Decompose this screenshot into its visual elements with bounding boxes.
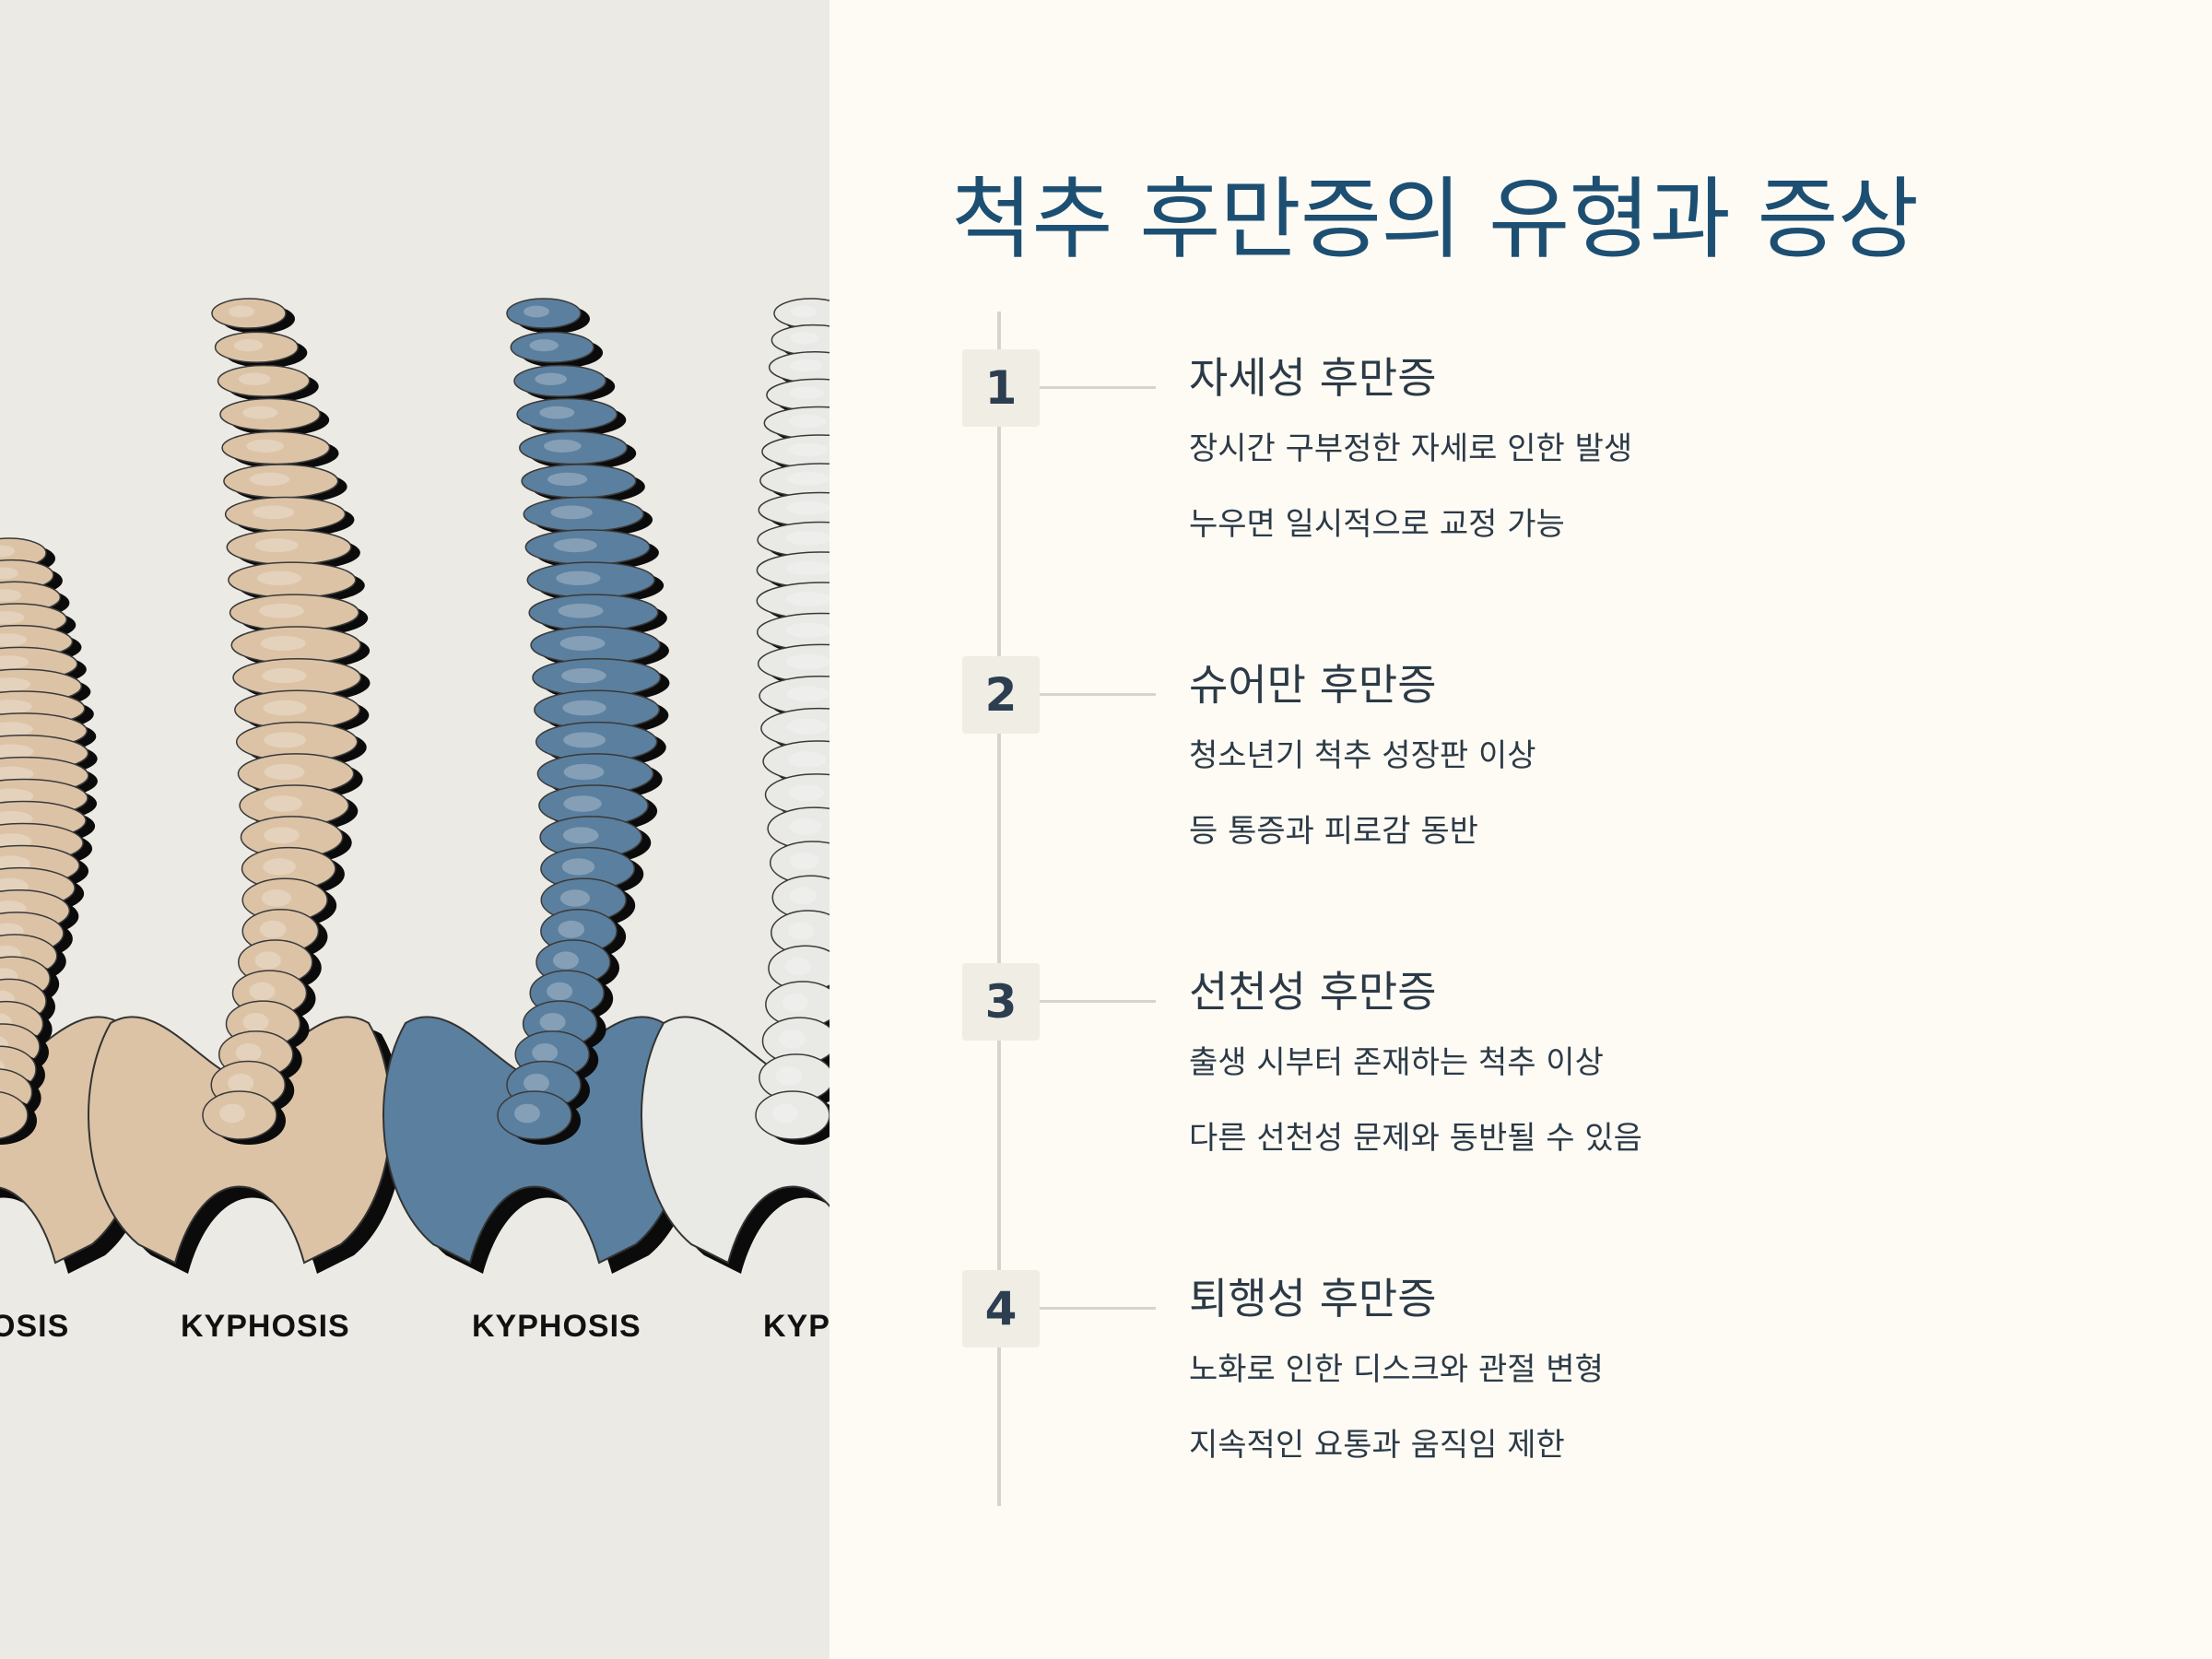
step-connector <box>1040 1307 1156 1310</box>
step-description: 장시간 구부정한 자세로 인한 발생 <box>1189 430 1633 467</box>
spine-label-1: OSIS <box>0 1309 70 1344</box>
spine-label-4: KYP <box>763 1309 830 1344</box>
spine-figure-1 <box>0 537 155 1274</box>
step-description: 지속적인 요통과 움직임 제한 <box>1189 1427 1565 1464</box>
step-description: 청소년기 척추 성장판 이상 <box>1189 737 1536 774</box>
spine-figure-3 <box>382 298 699 1274</box>
vertebra <box>513 364 606 397</box>
spine-drawing <box>0 298 830 1274</box>
spine-label-3: KYPHOSIS <box>472 1309 641 1344</box>
step-title: 자세성 후만증 <box>1189 353 1437 403</box>
step-title: 퇴행성 후만증 <box>1189 1274 1437 1324</box>
spine-illustration: OSIS KYPHOSIS KYPHOSIS KYP <box>0 0 830 1659</box>
vertebra <box>214 331 300 363</box>
spine-label-2: KYPHOSIS <box>181 1309 350 1344</box>
step-connector <box>1040 386 1156 389</box>
vertebra <box>217 364 311 397</box>
vertebra <box>497 1090 572 1140</box>
step-description: 누우면 일시적으로 교정 가능 <box>1189 506 1565 543</box>
page-title: 척추 후만증의 유형과 증상 <box>951 168 1919 271</box>
spine-figure-4 <box>641 298 830 1274</box>
step-number-badge: 4 <box>962 1270 1040 1347</box>
vertebra <box>506 298 582 329</box>
step-description: 출생 시부터 존재하는 척추 이상 <box>1189 1044 1604 1081</box>
step-description: 다른 선천성 문제와 동반될 수 있음 <box>1189 1120 1642 1157</box>
timeline-line <box>997 312 1001 1506</box>
step-connector <box>1040 1000 1156 1003</box>
step-title: 슈어만 후만증 <box>1189 660 1437 710</box>
step-number-badge: 1 <box>962 349 1040 427</box>
spine-figure-2 <box>88 298 404 1274</box>
step-number-badge: 3 <box>962 963 1040 1041</box>
vertebra <box>202 1090 277 1140</box>
vertebra <box>510 331 594 363</box>
step-title: 선천성 후만증 <box>1189 967 1437 1017</box>
step-description: 노화로 인한 디스크와 관절 변형 <box>1189 1351 1604 1388</box>
step-description: 등 통증과 피로감 동반 <box>1189 813 1478 850</box>
vertebra <box>211 298 287 329</box>
vertebra <box>0 1091 29 1139</box>
vertebra <box>516 397 618 431</box>
vertebra <box>755 1090 830 1140</box>
step-connector <box>1040 693 1156 696</box>
vertebra <box>219 397 321 431</box>
step-number-badge: 2 <box>962 656 1040 734</box>
